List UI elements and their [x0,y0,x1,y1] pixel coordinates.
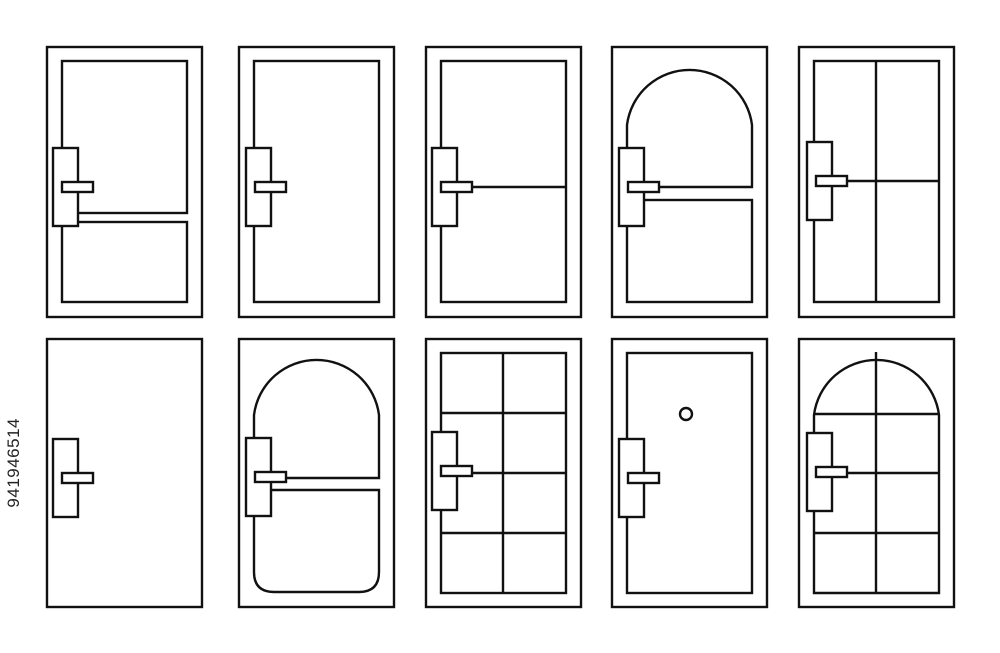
door-10-arched-panel [812,358,941,595]
door-6 [45,337,204,609]
door-8-handle-lever [439,464,474,478]
door-3-frame [424,45,583,319]
door-3 [424,45,583,319]
door-10 [797,337,956,609]
stock-id-watermark: 941946514 [4,418,23,508]
door-6-frame [45,337,204,609]
door-2-handle-lever [253,180,288,194]
door-7-frame [237,337,396,609]
door-8 [424,337,583,609]
door-10-handle-lever [814,465,849,479]
door-1-upper-panel [60,59,189,215]
door-7-lower-rounded-panel [252,488,381,594]
door-7-arched-panel [252,358,381,480]
door-2-frame [237,45,396,319]
door-4-arched-panel [625,68,754,189]
door-2 [237,45,396,319]
door-5 [797,45,956,319]
door-10-frame [797,337,956,609]
door-3-handle-lever [439,180,474,194]
door-4-lower-panel [625,198,754,304]
door-9-frame [610,337,769,609]
door-8-frame [424,337,583,609]
door-1-frame [45,45,204,319]
door-9-peephole [678,406,694,422]
door-4 [610,45,769,319]
door-4-handle-lever [626,180,661,194]
door-7 [237,337,396,609]
door-9-handle-lever [626,471,661,485]
door-5-handle-lever [814,174,849,188]
door-1-lower-panel [60,220,189,304]
door-1-handle-lever [60,180,95,194]
door-6-handle-lever [60,471,95,485]
door-7-handle-lever [253,470,288,484]
door-4-frame [610,45,769,319]
door-5-frame [797,45,956,319]
door-1 [45,45,204,319]
door-9 [610,337,769,609]
